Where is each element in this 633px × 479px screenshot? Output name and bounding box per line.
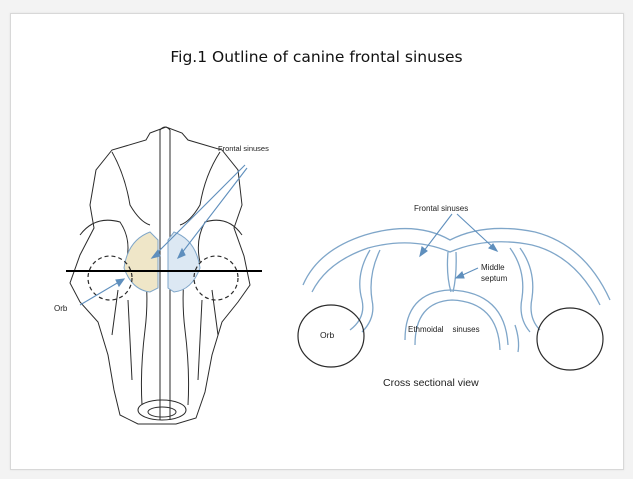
- label-cross-sectional-view: Cross sectional view: [383, 377, 479, 389]
- left-frontal-sinus: [124, 232, 158, 292]
- skull-dorsal-view: [70, 127, 250, 424]
- label-orb-right: Orb: [320, 330, 334, 340]
- right-orbit-dashed: [194, 256, 238, 300]
- left-orbit-dashed: [88, 256, 132, 300]
- label-middle-septum-line2: septum: [481, 274, 508, 283]
- label-frontal-sinuses-left: Frontal sinuses: [218, 144, 269, 153]
- frontal-sinus-arrows: [152, 165, 247, 258]
- label-middle-septum-line1: Middle: [481, 263, 505, 272]
- right-orbit-cross-section: [537, 308, 603, 370]
- label-orb-left: Orb: [54, 304, 68, 313]
- label-frontal-sinuses-right: Frontal sinuses: [414, 204, 468, 213]
- label-ethmoidal-sinuses: Ethmoidal sinuses: [408, 325, 480, 334]
- middle-septum: [447, 252, 456, 292]
- right-frontal-sinus: [168, 232, 200, 292]
